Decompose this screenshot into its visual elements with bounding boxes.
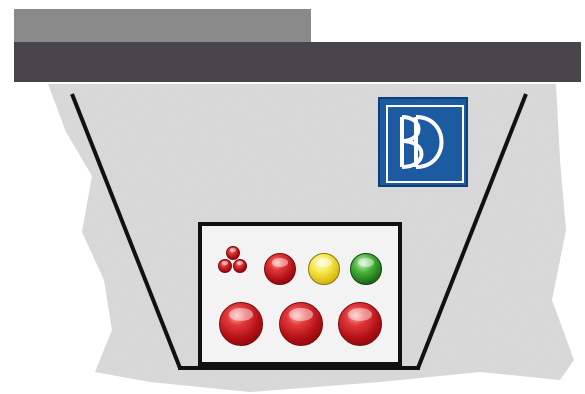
red-ball-icon	[219, 302, 263, 346]
bd-logo-icon	[378, 97, 468, 187]
green-ball-icon	[350, 253, 382, 285]
red-ball-icon	[233, 259, 247, 273]
dark-title-bar	[14, 42, 581, 82]
red-ball-icon	[264, 253, 296, 285]
bd-monogram	[380, 99, 466, 185]
red-ball-icon	[338, 302, 382, 346]
red-ball-icon	[279, 302, 323, 346]
ball-container-box	[198, 222, 402, 366]
red-ball-icon	[218, 259, 232, 273]
yellow-ball-icon	[308, 253, 340, 285]
top-gray-banner	[14, 9, 311, 43]
red-ball-icon	[226, 246, 240, 260]
